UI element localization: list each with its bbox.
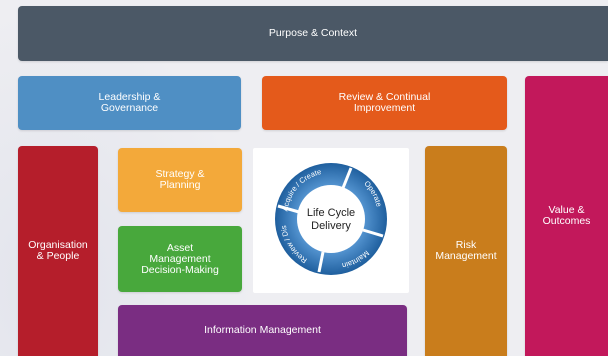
organisation-people-block: Organisation & People [18,146,98,356]
information-management-block: Information Management [118,305,407,356]
review-improvement-block: Review & Continual Improvement [262,76,507,130]
life-cycle-panel: Life Cycle Delivery Acquire / Create Ope… [253,148,409,293]
cycle-center [297,185,365,253]
risk-management-block: Risk Management [425,146,507,356]
cycle-center-line1: Life Cycle [307,207,355,219]
strategy-planning-block: Strategy & Planning [118,148,242,212]
purpose-context-block: Purpose & Context [18,6,608,61]
cycle-separators [277,167,384,273]
cycle-center-line2: Delivery [311,220,351,232]
value-outcomes-block: Value & Outcomes [525,76,608,356]
life-cycle-diagram: Life Cycle Delivery Acquire / Create Ope… [253,148,387,275]
leadership-governance-block: Leadership & Governance [18,76,241,130]
asset-decision-making-block: Asset Management Decision-Making [118,226,242,292]
